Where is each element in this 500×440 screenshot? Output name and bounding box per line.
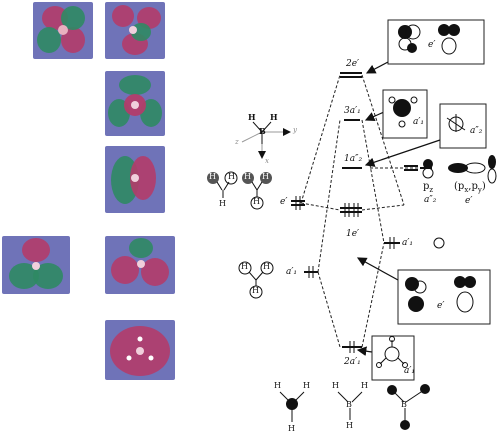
- orbital-render: [108, 75, 162, 127]
- orbital-image-3a1: [105, 71, 165, 136]
- boron-ao-shapes: [422, 155, 497, 249]
- label-box-2a1: a′₁: [404, 366, 416, 376]
- h3-group-e: [207, 171, 272, 210]
- bottom-h3: H: [288, 424, 295, 433]
- label-boron-e: e′: [465, 196, 473, 206]
- bottom-h5: H: [361, 381, 368, 390]
- box-1e-orbitals: [405, 276, 476, 313]
- label-3a1: 3a′₁: [344, 106, 361, 116]
- orbital-image-2a1: [105, 320, 175, 380]
- box-2e-orbitals: [398, 24, 460, 55]
- orbital-render: [111, 238, 169, 286]
- orbital-render: [37, 6, 85, 53]
- h3e-h2: H: [228, 172, 235, 181]
- axes-y: y: [293, 126, 297, 134]
- fragment-levels-left: [291, 200, 318, 273]
- orbital-image-1e-b: [105, 236, 175, 294]
- axes-x: x: [265, 157, 269, 165]
- label-pxpy: (px,py): [454, 181, 486, 194]
- label-left-a1: a′₁: [286, 267, 298, 277]
- correlation-lines-left: [300, 74, 341, 348]
- electron-spins: [344, 203, 359, 353]
- axes-drawing: [241, 128, 291, 159]
- label-pz: pz: [423, 181, 434, 194]
- h3a-h1: H: [241, 262, 248, 271]
- label-boron-a1: a′₁: [402, 238, 414, 248]
- axes-molecule: [252, 121, 272, 144]
- axes-z: z: [235, 138, 239, 146]
- h3e-h5: H: [262, 172, 269, 181]
- orbital-image-2e-a: [33, 2, 93, 59]
- h3e-h6: H: [253, 197, 260, 206]
- bottom-h1: H: [274, 381, 281, 390]
- orbital-image-1e-a: [2, 236, 70, 294]
- label-1a2: 1a″₂: [344, 154, 363, 164]
- h3-group-a1: [238, 261, 274, 299]
- h3e-h1: H: [209, 172, 216, 181]
- bottom-h4: H: [332, 381, 339, 390]
- correlation-lines-right: [361, 74, 420, 348]
- orbital-render: [111, 156, 156, 204]
- axes-h-left: H: [248, 112, 256, 122]
- label-left-e: e′: [280, 197, 288, 207]
- orbital-image-2e-b: [105, 2, 165, 59]
- bottom-b: B: [346, 400, 352, 409]
- axes-b: B: [259, 126, 266, 136]
- h3e-h3: H: [219, 199, 226, 208]
- bottom-molecules: [279, 384, 430, 430]
- h3a-h2: H: [263, 262, 270, 271]
- label-1e: 1e′: [346, 229, 360, 239]
- axes-h-right: H: [270, 112, 278, 122]
- label-box-3a1: a′₁: [413, 117, 425, 127]
- label-2e: 2e′: [346, 59, 360, 69]
- label-box-2e: e′: [428, 40, 436, 50]
- label-box-a2: a″₂: [470, 126, 483, 136]
- box-2a1: [371, 335, 415, 381]
- pointer-arrows: [356, 61, 441, 356]
- orbital-image-1a2: [105, 146, 165, 213]
- box-a2-orbitals: [446, 114, 466, 132]
- h3e-h4: H: [244, 172, 251, 181]
- box-2a1-orbitals: [376, 336, 408, 368]
- fragment-spins-right: [389, 237, 395, 249]
- bottom-h6: H: [346, 421, 353, 430]
- h3a-h3: H: [252, 286, 259, 295]
- box-3a1-orbitals: [388, 96, 418, 128]
- orbital-render: [112, 5, 161, 55]
- orbital-render: [9, 238, 63, 289]
- bottom-h2: H: [303, 381, 310, 390]
- label-box-1e: e′: [437, 301, 445, 311]
- label-boron-a2: a″₂: [424, 195, 437, 205]
- orbital-render: [110, 326, 170, 376]
- bottom-b2: B: [401, 400, 407, 409]
- fragment-spins-left: [295, 196, 314, 278]
- label-2a1: 2a′₁: [344, 357, 361, 367]
